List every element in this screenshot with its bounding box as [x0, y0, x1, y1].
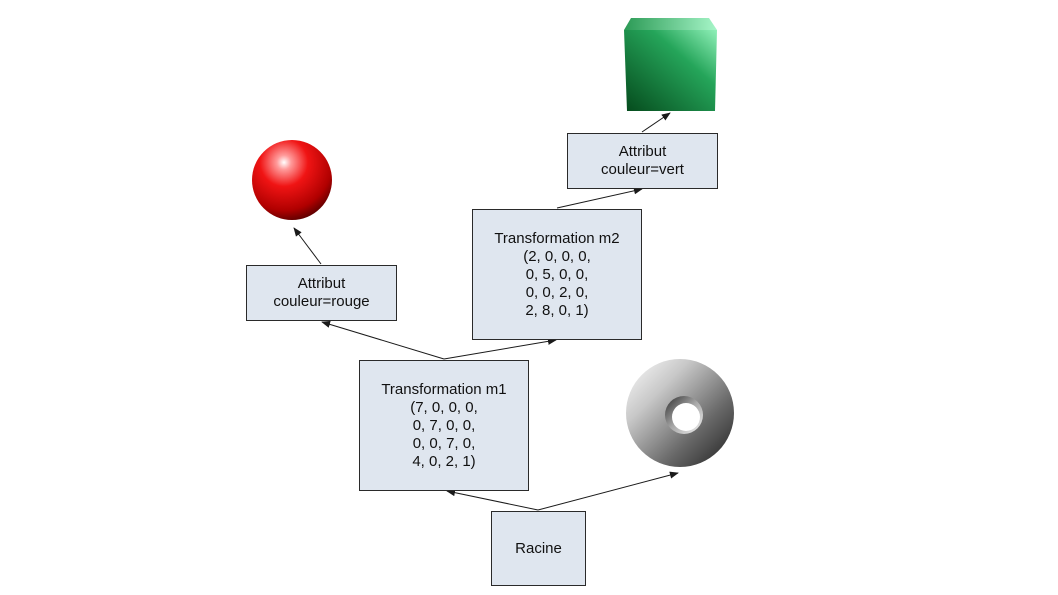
node-m1-matrix-row: (7, 0, 0, 0, — [410, 398, 478, 416]
node-attribut-rouge-value: couleur=rouge — [273, 293, 370, 310]
grey-torus — [626, 359, 734, 467]
node-m2-matrix-row: 0, 0, 2, 0, — [525, 283, 589, 301]
edges — [293, 112, 679, 511]
node-attribut-vert: Attribut couleur=vert — [567, 133, 718, 189]
edge-m1-to-attribut-rouge — [321, 320, 445, 360]
edge-attribut-vert-to-cube — [641, 112, 671, 133]
node-racine: Racine — [491, 511, 586, 586]
red-sphere — [252, 140, 332, 220]
node-attribut-vert-value: couleur=vert — [601, 161, 684, 178]
node-m1-matrix-row: 0, 0, 7, 0, — [412, 434, 476, 452]
node-m2-title: Transformation m2 — [494, 229, 620, 247]
green-cube — [624, 18, 717, 111]
node-attribut-rouge-title: Attribut — [297, 275, 346, 292]
node-m2-matrix-row: 2, 8, 0, 1) — [525, 301, 589, 319]
node-m2-matrix-row: 0, 5, 0, 0, — [525, 265, 589, 283]
node-attribut-rouge: Attribut couleur=rouge — [246, 265, 397, 321]
edge-m2-to-attribut-vert — [556, 187, 643, 209]
node-transformation-m1: Transformation m1 (7, 0, 0, 0, 0, 7, 0, … — [359, 360, 529, 491]
node-m1-title: Transformation m1 — [381, 380, 507, 398]
node-racine-label: Racine — [515, 539, 562, 557]
node-transformation-m2: Transformation m2 (2, 0, 0, 0, 0, 5, 0, … — [472, 209, 642, 340]
node-m2-matrix-row: (2, 0, 0, 0, — [523, 247, 591, 265]
node-m1-matrix-row: 4, 0, 2, 1) — [412, 452, 476, 470]
edge-racine-to-m1 — [446, 489, 539, 511]
node-m1-matrix-row: 0, 7, 0, 0, — [412, 416, 476, 434]
edge-attribut-rouge-to-sphere — [293, 227, 322, 265]
edge-m1-to-m2 — [443, 337, 557, 360]
edge-racine-to-torus — [537, 471, 679, 511]
node-attribut-vert-title: Attribut — [618, 143, 667, 160]
